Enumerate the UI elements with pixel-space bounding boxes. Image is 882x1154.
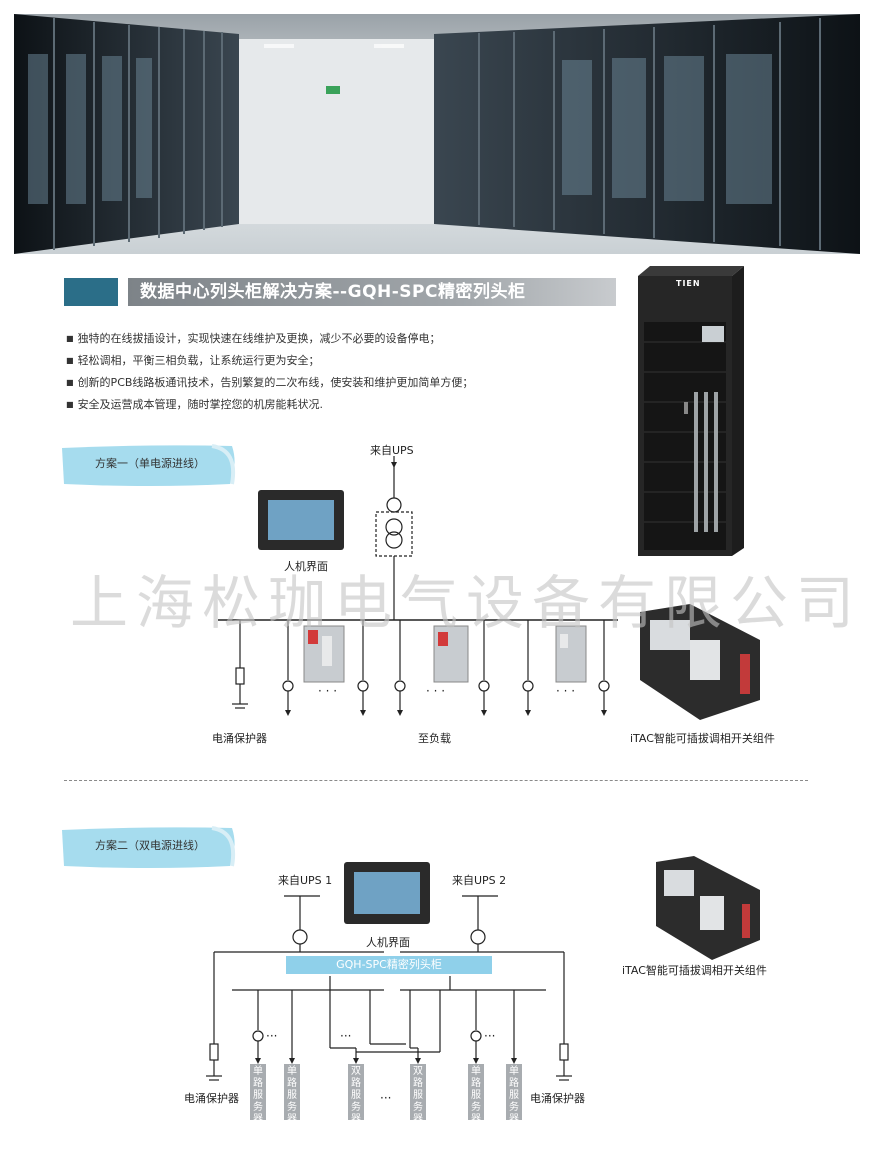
itac-label: iTAC智能可插拔调相开关组件	[630, 732, 775, 745]
svg-text:· · ·: · · ·	[318, 684, 337, 698]
svg-text:···: ···	[266, 1029, 277, 1043]
scheme1-ribbon: 方案一（单电源进线）	[62, 444, 238, 486]
itac-module-icon-2	[656, 856, 760, 960]
hmi-label-2: 人机界面	[366, 936, 410, 949]
cabinet-product-image: TIEN	[620, 262, 760, 560]
svg-text:· · ·: · · ·	[426, 684, 445, 698]
server-box: 双路服务器	[348, 1064, 364, 1125]
ups2-source-label: 来自UPS 2	[452, 874, 507, 887]
server-box: 单路服务器	[468, 1064, 484, 1125]
section-divider	[64, 780, 808, 781]
scheme2-ribbon: 方案二（双电源进线）	[62, 826, 238, 868]
server-box: 单路服务器	[284, 1064, 300, 1125]
surge-protector-left-label: 电涌保护器	[184, 1092, 239, 1105]
title-accent-block	[64, 278, 118, 306]
svg-text:···: ···	[380, 1091, 391, 1105]
server-box: 双路服务器	[410, 1064, 426, 1125]
exit-sign-icon	[326, 86, 340, 94]
feature-item: 创新的PCB线路板通讯技术，告别繁复的二次布线，使安装和维护更加简单方便；	[66, 374, 474, 390]
feature-item: 轻松调相，平衡三相负载，让系统运行更为安全；	[66, 352, 320, 368]
ups-source-label: 来自UPS	[370, 444, 414, 457]
svg-text:···: ···	[340, 1029, 351, 1043]
company-watermark: 上海松珈电气设备有限公司	[70, 569, 863, 637]
server-box: 单路服务器	[506, 1064, 522, 1125]
surge-protector-right-label: 电涌保护器	[530, 1092, 585, 1105]
hero-datacenter-image	[14, 14, 860, 254]
itac-label-2: iTAC智能可插拔调相开关组件	[622, 964, 767, 977]
cabinet-screen	[702, 326, 724, 342]
svg-text:· · ·: · · ·	[556, 684, 575, 698]
load-label: 至负载	[418, 732, 451, 745]
server-box: 单路服务器	[250, 1064, 266, 1125]
feature-item: 安全及运营成本管理，随时掌控您的机房能耗状况.	[66, 396, 324, 412]
svg-text:···: ···	[484, 1029, 495, 1043]
itac-module-icon	[640, 604, 760, 720]
surge-protector-label: 电涌保护器	[212, 732, 267, 745]
feature-item: 独特的在线拔插设计，实现快速在线维护及更换，减少不必要的设备停电；	[66, 330, 441, 346]
hmi-screen-2	[344, 862, 430, 924]
hmi-screen	[258, 490, 344, 550]
spc-busbar-label: GQH-SPC精密列头柜	[286, 956, 492, 974]
scheme2-title: 方案二（双电源进线）	[95, 839, 205, 852]
breaker-module-icon	[303, 625, 587, 683]
hmi-label: 人机界面	[284, 560, 328, 573]
ups1-source-label: 来自UPS 1	[278, 874, 333, 887]
cabinet-brand-logo: TIEN	[676, 279, 701, 288]
scheme1-title: 方案一（单电源进线）	[95, 457, 205, 470]
page-title: 数据中心列头柜解决方案--GQH-SPC精密列头柜	[128, 278, 616, 306]
